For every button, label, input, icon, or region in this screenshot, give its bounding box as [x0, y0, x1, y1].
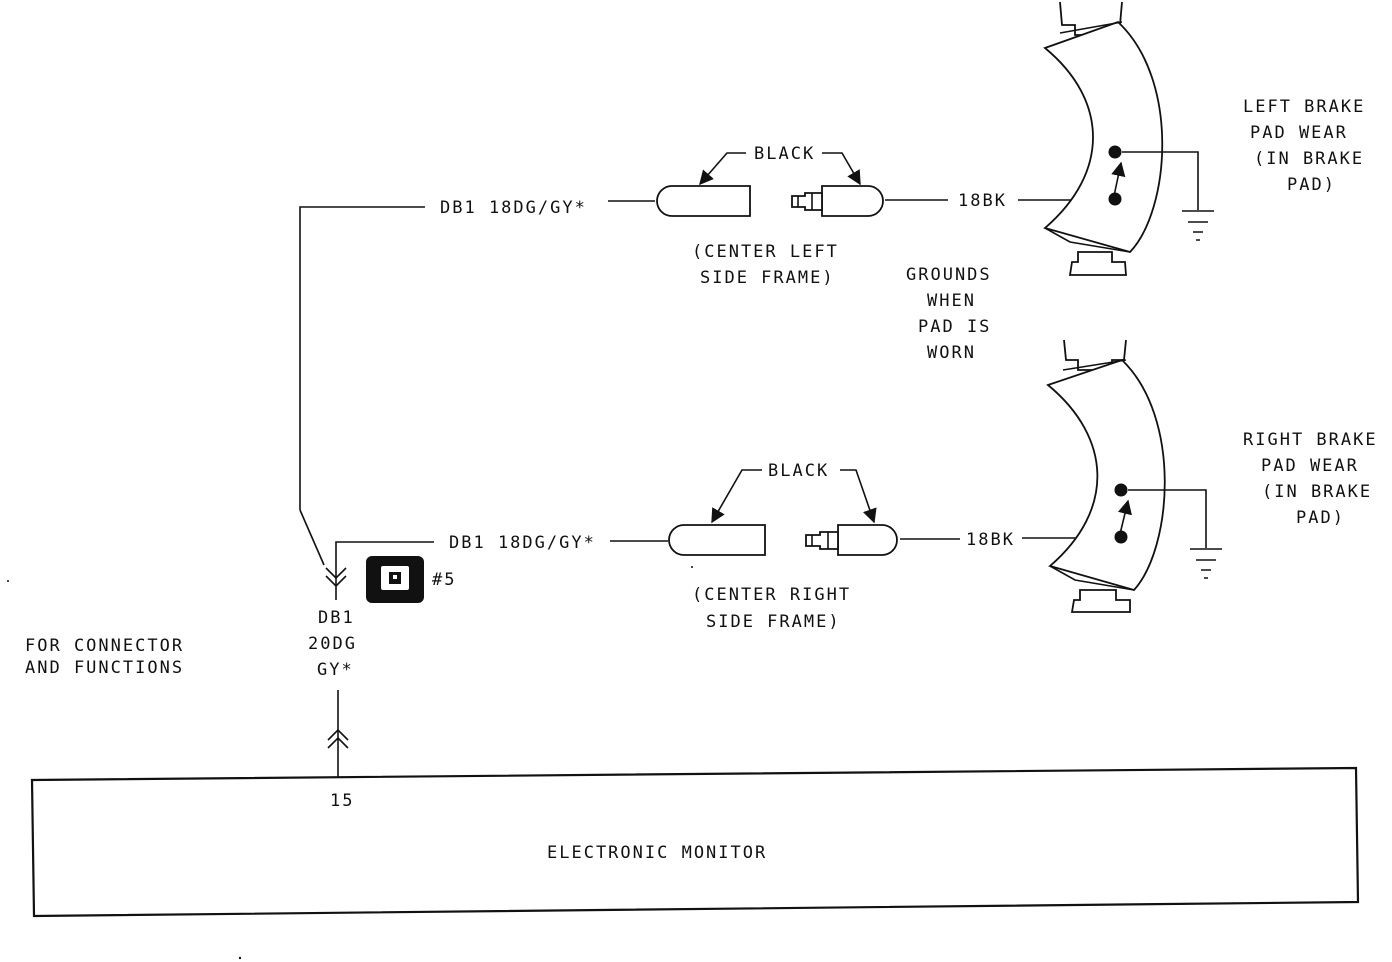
- right-ground-lead: [1128, 489, 1207, 548]
- lower-connector-female: [668, 524, 766, 556]
- upper-leader-right: [822, 152, 861, 186]
- lower-leader-left: [711, 469, 762, 524]
- lower-leader-right: [840, 469, 877, 524]
- upper-wire: [299, 200, 655, 510]
- upper-location-line2: SIDE FRAME): [700, 268, 835, 288]
- right-brake-pad-icon: [1046, 339, 1166, 613]
- lower-location-line1: (CENTER RIGHT: [692, 585, 851, 605]
- note-line2: WHEN: [927, 291, 976, 311]
- right-sensor-line1: RIGHT BRAKE: [1243, 430, 1378, 450]
- splice-connector-icon: [366, 556, 424, 603]
- left-brake-pad-icon: [1043, 1, 1164, 276]
- upper-leader-left: [699, 152, 746, 186]
- module-connector-symbol-icon: [327, 690, 349, 778]
- module-name: ELECTRONIC MONITOR: [547, 843, 767, 863]
- lower-wire: [335, 540, 668, 565]
- left-sensor-line1: LEFT BRAKE: [1243, 97, 1365, 117]
- left-sensor-line3: (IN BRAKE: [1254, 149, 1364, 169]
- left-sensor-line4: PAD): [1287, 175, 1336, 195]
- module-box: [30, 766, 1360, 918]
- right-ground-symbol-icon: [1190, 548, 1222, 579]
- main-wire-line2: 20DG: [308, 634, 357, 654]
- upper-location-line1: (CENTER LEFT: [692, 242, 839, 262]
- main-wire-line1: DB1: [318, 608, 355, 628]
- side-note-line2: AND FUNCTIONS: [25, 658, 184, 678]
- module-pin: 15: [330, 791, 354, 811]
- upper-connector-female: [656, 185, 751, 217]
- upper-connector-color: BLACK: [754, 144, 815, 164]
- splice-reference: #5: [432, 570, 456, 590]
- upper-wire-label: DB1 18DG/GY*: [440, 198, 587, 218]
- upper-ground-wire-label: 18BK: [958, 191, 1007, 211]
- right-sensor-line4: PAD): [1296, 508, 1345, 528]
- scan-specks: [7, 566, 693, 960]
- note-line3: PAD IS: [918, 317, 991, 337]
- left-ground-lead: [1122, 151, 1199, 210]
- lower-wire-label: DB1 18DG/GY*: [449, 533, 596, 553]
- side-note-line1: FOR CONNECTOR: [25, 636, 184, 656]
- left-ground-symbol-icon: [1182, 210, 1214, 241]
- lower-ground-wire-label: 18BK: [966, 530, 1015, 550]
- lower-location-line2: SIDE FRAME): [706, 612, 841, 632]
- main-wire-line3: GY*: [317, 660, 354, 680]
- lower-connector-color: BLACK: [768, 461, 829, 481]
- right-sensor-line3: (IN BRAKE: [1262, 482, 1372, 502]
- right-sensor-line2: PAD WEAR: [1261, 456, 1359, 476]
- lower-connector-male: [805, 524, 898, 556]
- left-sensor-line2: PAD WEAR: [1250, 123, 1348, 143]
- note-line4: WORN: [927, 343, 976, 363]
- upper-connector-male: [791, 185, 884, 217]
- splice-arrow-left: [299, 509, 325, 566]
- splice-connector-symbol-icon: [325, 565, 347, 600]
- note-line1: GROUNDS: [906, 265, 992, 285]
